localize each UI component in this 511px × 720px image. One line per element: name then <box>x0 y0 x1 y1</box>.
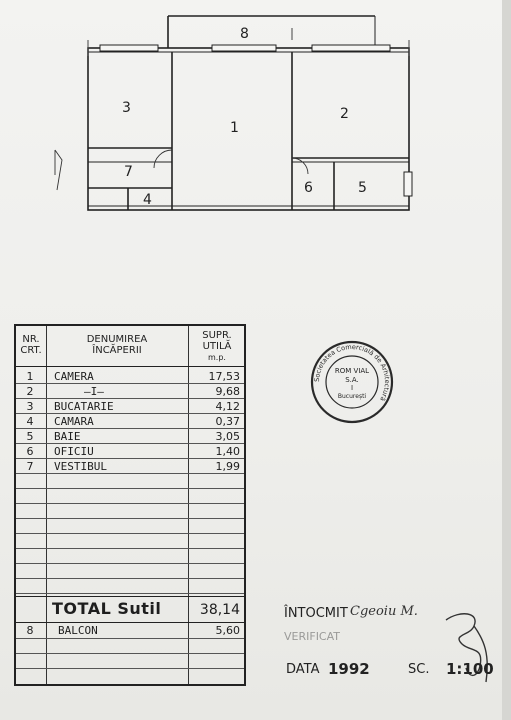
row-5-name: BAIE <box>54 430 81 443</box>
scale-value: 1:100 <box>446 660 494 678</box>
row-6-name: OFICIU <box>54 445 94 458</box>
verificat-label: VERIFICAT <box>284 630 341 643</box>
row-3-name: BUCATARIE <box>54 400 114 413</box>
row-7-area: 1,99 <box>215 460 241 473</box>
row-5-nr: 5 <box>26 430 34 443</box>
row-2-nr: 2 <box>26 385 34 398</box>
company-stamp: Societatea Comercială de Arhitectură ROM… <box>310 340 394 424</box>
row-6-nr: 6 <box>26 445 34 458</box>
svg-text:București: București <box>338 393 367 400</box>
total-label: TOTAL Sutil <box>52 599 162 618</box>
row-8-nr: 8 <box>26 624 34 637</box>
data-label: DATA <box>286 662 320 677</box>
row-1-area: 17,53 <box>208 370 241 383</box>
floor-plan: 8 3 1 2 7 4 6 5 <box>54 15 413 211</box>
row-3-nr: 3 <box>26 400 34 413</box>
intocmit-label: ÎNTOCMIT <box>284 606 348 621</box>
svg-text:ROM VIAL: ROM VIAL <box>335 367 369 375</box>
svg-text:S.A.: S.A. <box>345 376 359 384</box>
scale-label: SC. <box>408 662 430 677</box>
header-nr: NR.CRT. <box>20 334 42 356</box>
row-1-nr: 1 <box>26 370 34 383</box>
row-2-name: —I— <box>84 385 104 398</box>
total-value: 38,14 <box>199 602 240 618</box>
row-4-nr: 4 <box>26 415 34 428</box>
row-6-area: 1,40 <box>215 445 241 458</box>
room-label-3: 3 <box>122 100 131 116</box>
room-label-4: 4 <box>143 192 152 208</box>
row-1-name: CAMERA <box>54 370 94 383</box>
row-4-name: CAMARA <box>54 415 94 428</box>
row-8-area: 5,60 <box>215 624 241 637</box>
room-label-8: 8 <box>240 26 249 42</box>
room-label-1: 1 <box>230 120 239 136</box>
svg-text:I: I <box>351 384 353 392</box>
row-2-area: 9,68 <box>215 385 241 398</box>
room-label-2: 2 <box>340 106 349 122</box>
row-3-area: 4,12 <box>215 400 241 413</box>
page-edge <box>502 0 511 720</box>
room-label-7: 7 <box>124 164 133 180</box>
intocmit-name: Cgeoiu M. <box>350 604 418 619</box>
room-label-6: 6 <box>304 180 313 196</box>
row-7-nr: 7 <box>26 460 34 473</box>
row-8-name: BALCON <box>58 624 98 637</box>
row-5-area: 3,05 <box>215 430 241 443</box>
row-4-area: 0,37 <box>215 415 241 428</box>
data-value: 1992 <box>328 660 370 678</box>
signature-scribble <box>445 613 488 683</box>
row-7-name: VESTIBUL <box>54 460 107 473</box>
room-label-5: 5 <box>358 180 367 196</box>
